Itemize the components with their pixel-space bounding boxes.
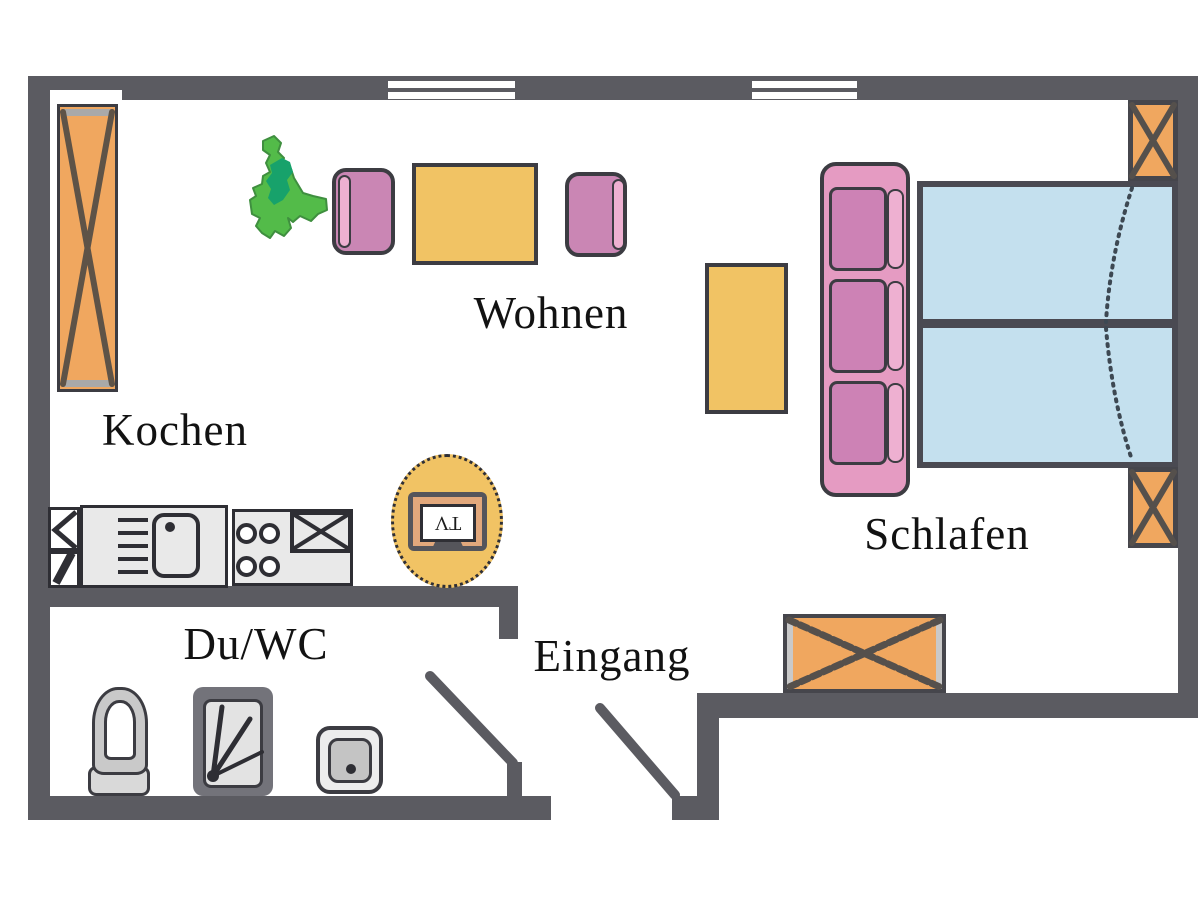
- faucet-dot: [165, 522, 175, 532]
- entrance-door-leaf: [595, 703, 680, 800]
- cabinet-top-right: [1128, 100, 1178, 181]
- headboard-sofa: [820, 162, 910, 497]
- wall-bottom-left: [28, 796, 551, 820]
- label-living: Wohnen: [473, 288, 629, 338]
- stove-burner: [236, 556, 257, 577]
- headboard-cushion: [829, 381, 887, 465]
- headboard-roll: [887, 281, 904, 371]
- window-2-pane: [752, 92, 857, 99]
- wall-entry-foot: [672, 796, 719, 820]
- bathroom-sink-basin: [328, 738, 372, 783]
- stove-burner: [259, 523, 280, 544]
- kitchen-unit-left-bottom: [48, 551, 80, 588]
- headboard-roll: [887, 383, 904, 463]
- wardrobe-kitchen: [57, 104, 118, 392]
- window-1-pane: [388, 81, 515, 88]
- tv-screen: TV: [420, 504, 476, 542]
- tv-label: TV: [434, 512, 462, 534]
- sideboard-cap: [936, 618, 942, 689]
- sideboard-cap: [787, 618, 793, 689]
- bed-mattress-divider: [917, 319, 1178, 328]
- label-entrance: Eingang: [533, 631, 691, 681]
- coffee-table: [412, 163, 538, 265]
- kitchen-sink-basin: [152, 513, 200, 578]
- wall-kitchen-bath-divider: [28, 586, 518, 607]
- label-bathroom: Du/WC: [183, 619, 329, 669]
- wardrobe-wall-niche: [50, 90, 122, 101]
- stove-burner: [236, 523, 257, 544]
- window-1-pane: [388, 92, 515, 99]
- wall-top: [28, 76, 1198, 100]
- headboard-roll: [887, 189, 904, 269]
- shower-tray: [203, 699, 263, 788]
- window-2-pane: [752, 81, 857, 88]
- label-kitchen: Kochen: [102, 405, 248, 455]
- wardrobe-cap: [62, 109, 113, 116]
- wall-entry-step: [697, 693, 719, 820]
- nightstand: [705, 263, 788, 414]
- bathroom-door-leaf: [425, 671, 518, 768]
- headboard-cushion: [829, 187, 887, 271]
- cabinet-bottom-right: [1128, 467, 1178, 548]
- wall-stub-bath-door-top: [499, 607, 518, 639]
- armchair-right-armrest: [612, 179, 625, 250]
- wardrobe-cap: [62, 380, 113, 387]
- wall-bottom-right: [697, 693, 1198, 718]
- label-sleeping: Schlafen: [864, 509, 1030, 559]
- headboard-cushion: [829, 279, 887, 373]
- toilet-bowl-inner: [104, 700, 136, 760]
- stove-burner: [259, 556, 280, 577]
- kitchen-unit-left-top: [48, 507, 80, 551]
- wall-left: [28, 76, 50, 820]
- sideboard-entrance: [783, 614, 946, 693]
- tv-stand: [431, 542, 465, 551]
- sink-drain-dot: [346, 764, 356, 774]
- wall-stub-bath-door-bottom: [507, 762, 522, 798]
- plant: [249, 135, 328, 239]
- armchair-left-armrest: [338, 175, 351, 248]
- kitchen-crossed-unit: [290, 511, 352, 553]
- wall-right: [1178, 76, 1198, 718]
